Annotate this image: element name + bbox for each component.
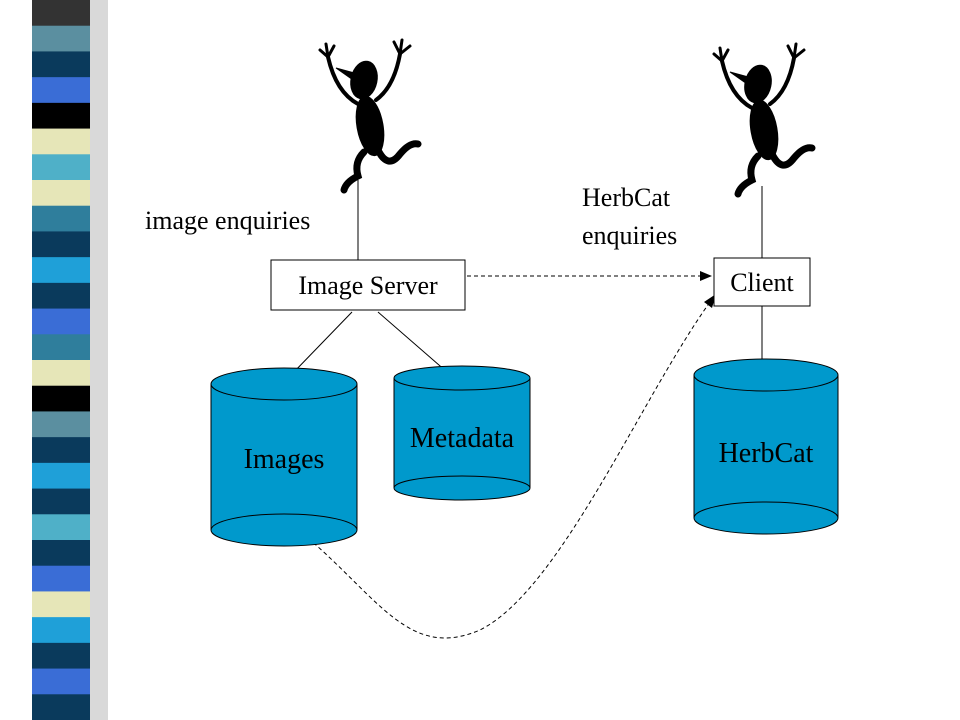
metadata-database-cylinder: Metadata xyxy=(393,365,531,501)
image-server-node: Image Server xyxy=(270,259,466,311)
sidebar-stripe xyxy=(32,565,90,592)
metadata-database-label: Metadata xyxy=(410,423,515,454)
sidebar-stripe xyxy=(32,488,90,515)
sidebar-stripe xyxy=(32,540,90,567)
herbcat-enquiries-label-line1: HerbCat xyxy=(582,183,671,212)
image-server-label: Image Server xyxy=(298,271,438,300)
sidebar-stripe xyxy=(32,642,90,670)
sidebar-stripe xyxy=(32,154,90,181)
herbcat-database-cylinder: HerbCat xyxy=(693,358,839,535)
sidebar-stripe xyxy=(32,591,90,618)
image-server-to-metadata-line xyxy=(377,311,448,373)
sidebar-stripe xyxy=(32,437,90,464)
client-label: Client xyxy=(730,268,794,297)
sidebar-stripe xyxy=(32,308,90,335)
images-database-cylinder: Images xyxy=(210,367,358,547)
jumping-person-icon xyxy=(714,44,812,194)
sidebar-edge xyxy=(90,0,108,720)
sidebar-stripe xyxy=(32,102,90,130)
images-database-label: Images xyxy=(244,444,325,475)
sidebar-stripe xyxy=(32,334,90,361)
sidebar-stripe xyxy=(32,77,90,104)
image-server-to-client-arrowhead xyxy=(700,271,712,281)
sidebar-stripe xyxy=(32,128,90,155)
sidebar-stripe xyxy=(32,668,90,695)
sidebar-stripe xyxy=(32,231,90,258)
decorative-stripe-sidebar xyxy=(32,0,108,720)
sidebar-stripe xyxy=(32,205,90,232)
client-node: Client xyxy=(713,257,811,307)
images-to-client-arrowhead xyxy=(704,294,716,308)
sidebar-stripe xyxy=(32,180,90,207)
sidebar-stripe xyxy=(32,257,90,284)
sidebar-stripe xyxy=(32,514,90,541)
image-server-to-images-line xyxy=(291,311,353,375)
sidebar-stripe xyxy=(32,411,90,438)
sidebar-stripe xyxy=(32,51,90,78)
sidebar-stripe xyxy=(32,360,90,387)
sidebar-stripe xyxy=(32,462,90,490)
sidebar-stripe xyxy=(32,282,90,310)
jumping-person-icon xyxy=(320,40,418,190)
images-to-client-dashed-curve xyxy=(307,301,711,639)
sidebar-stripe xyxy=(32,617,90,644)
herbcat-database-label: HerbCat xyxy=(719,438,814,469)
image-enquiries-label: image enquiries xyxy=(145,206,310,235)
sidebar-stripe xyxy=(32,0,90,27)
sidebar-stripe xyxy=(32,25,90,52)
sidebar-stripe xyxy=(32,694,90,720)
herbcat-enquiries-label-line2: enquiries xyxy=(582,221,677,250)
sidebar-stripe xyxy=(32,385,90,412)
